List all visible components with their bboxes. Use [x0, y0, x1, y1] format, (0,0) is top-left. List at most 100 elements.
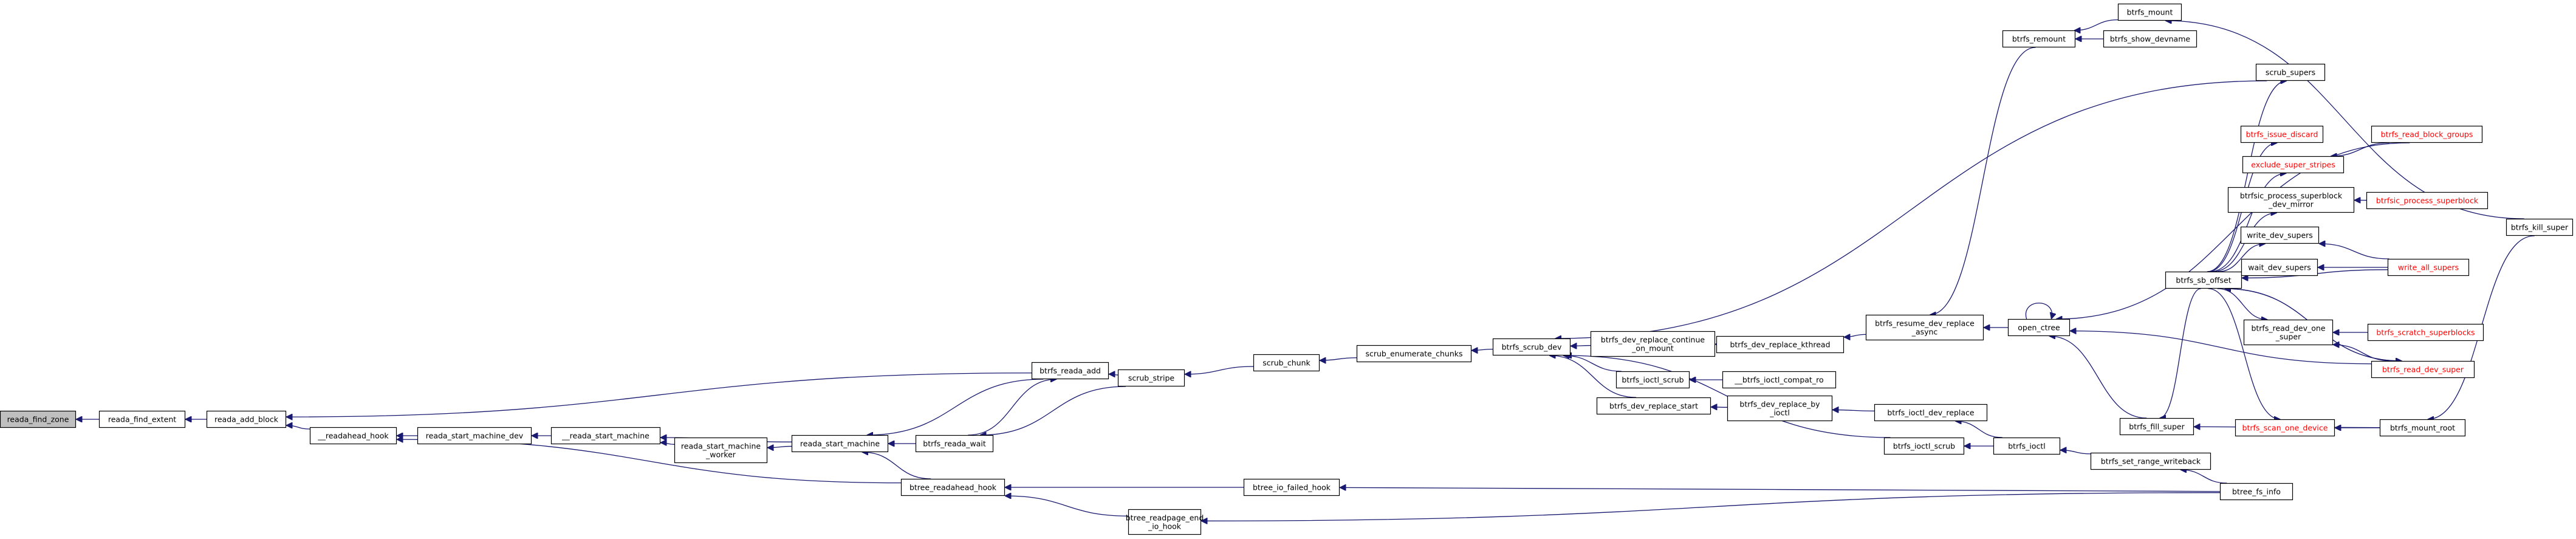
graph-node-btrfs-show-devname[interactable]: btrfs_show_devname [2103, 30, 2197, 48]
graph-node-btrfs-sb-offset[interactable]: btrfs_sb_offset [2165, 271, 2242, 289]
node-label: scrub_supers [2266, 68, 2315, 77]
node-box [2219, 482, 2293, 501]
node-box [915, 434, 994, 453]
graph-node-open-ctree[interactable]: open_ctree [2007, 318, 2071, 337]
node-label: btrfs_dev_replace_by [1739, 400, 1820, 409]
graph-node-scrub-chunk[interactable]: scrub_chunk [1253, 354, 1320, 372]
graph-node-write-dev-supers[interactable]: write_dev_supers [2240, 226, 2320, 244]
graph-node-btrfs-ioctl[interactable]: btrfs_ioctl [1993, 437, 2061, 455]
graph-node-btrfs-fill-super[interactable]: btrfs_fill_super [2119, 417, 2194, 436]
graph-node-scrub-supers[interactable]: scrub_supers [2255, 63, 2326, 81]
node-label: btree_fs_info [2232, 487, 2281, 496]
node-box [1874, 403, 1988, 422]
node-label: exclude_super_stripes [2251, 160, 2335, 170]
graph-node-btrfs-kill-super[interactable]: btrfs_kill_super [2506, 218, 2574, 236]
node-label: reada_start_machine_dev [426, 431, 524, 441]
graph-node-btree-readpage-end-io-hook[interactable]: btree_readpage_end_io_hook [1126, 509, 1204, 535]
graph-node-reada-start-machine-worker[interactable]: reada_start_machine_worker [674, 437, 768, 464]
node-label: scrub_stripe [1128, 374, 1175, 383]
graph-node-btrfs-mount-root[interactable]: btrfs_mount_root [2379, 419, 2466, 437]
graph-node-btrfs-dev-replace-kthread[interactable]: btrfs_dev_replace_kthread [1716, 335, 1845, 354]
graph-node-btrfs-mount[interactable]: btrfs_mount [2117, 3, 2182, 21]
graph-node-exclude-super-stripes[interactable]: exclude_super_stripes [2242, 156, 2345, 174]
node-label: btrfs_read_dev_super [2382, 365, 2464, 374]
graph-node-btrfs-dev-replace-continue-on-mount[interactable]: btrfs_dev_replace_continue_on_mount [1590, 331, 1716, 357]
node-box [2506, 218, 2574, 236]
graph-node-btrfs-reada-wait[interactable]: btrfs_reada_wait [915, 434, 994, 453]
graph-node-reada-start-machine[interactable]: reada_start_machine [791, 434, 889, 453]
call-edge [980, 386, 1126, 435]
call-edge [2070, 331, 2372, 365]
graph-node-btrfs-reada-add[interactable]: btrfs_reada_add [1031, 362, 1109, 380]
node-label: btree_readpage_end [1126, 513, 1204, 523]
graph-node-btrfs-remount[interactable]: btrfs_remount [2002, 30, 2076, 48]
call-edge [2333, 345, 2393, 362]
graph-node-btrfs-ioctl-scrub-top[interactable]: btrfs_ioctl_scrub [1615, 371, 1690, 389]
node-label: write_dev_supers [2247, 231, 2313, 240]
graph-node-btrfs-issue-discard[interactable]: btrfs_issue_discard [2240, 125, 2324, 143]
graph-node-btrfs-resume-dev-replace-async[interactable]: btrfs_resume_dev_replace_async [1865, 314, 1984, 341]
call-edge [1711, 407, 1728, 408]
graph-node-btrfs-ioctl-scrub[interactable]: btrfs_ioctl_scrub [1883, 437, 1965, 455]
node-box [98, 410, 186, 428]
node-label: btrfs_dev_replace_start [1609, 402, 1698, 411]
graph-node-reada-add-block[interactable]: reada_add_block [206, 410, 287, 428]
node-box [2235, 419, 2335, 437]
graph-node-btrfs-set-range-writeback[interactable]: btrfs_set_range_writeback [2090, 452, 2211, 470]
call-edge [1185, 366, 1254, 374]
node-box [1253, 354, 1320, 372]
node-box [2255, 63, 2326, 81]
graph-node-btrfs-ioctl-dev-replace[interactable]: btrfs_ioctl_dev_replace [1874, 403, 1988, 422]
node-label: scrub_chunk [1262, 359, 1310, 368]
graph-node-btrfs-scrub-dev[interactable]: btrfs_scrub_dev [1492, 338, 1571, 356]
node-box [2367, 323, 2484, 342]
graph-node-btrfs-read-dev-super[interactable]: btrfs_read_dev_super [2371, 360, 2475, 379]
graph-node-reada-find-zone[interactable]: reada_find_zone [0, 410, 77, 428]
graph-node-btrfs-dev-replace-by-ioctl[interactable]: btrfs_dev_replace_by_ioctl [1727, 395, 1833, 422]
node-box [1243, 478, 1340, 496]
node-label: reada_find_extent [108, 415, 176, 424]
call-edge [2060, 450, 2091, 455]
graph-node-readahead-hook[interactable]: __readahead_hook [309, 427, 397, 445]
call-edge [1320, 358, 1357, 360]
node-label: btrfs_resume_dev_replace [1875, 319, 1975, 328]
graph-node-btree-readahead-hook[interactable]: btree_readahead_hook [900, 478, 1005, 496]
call-edge [2025, 303, 2052, 319]
graph-node-btrfs-dev-replace-start[interactable]: btrfs_dev_replace_start [1596, 397, 1711, 415]
node-box [2002, 30, 2076, 48]
graph-node-btrfs-ioctl-compat-ro[interactable]: __btrfs_ioctl_compat_ro [1722, 371, 1837, 389]
node-label: reada_find_zone [7, 415, 69, 424]
node-box [2165, 271, 2242, 289]
call-edge [2319, 244, 2389, 259]
graph-node-btrfs-scratch-superblocks[interactable]: btrfs_scratch_superblocks [2367, 323, 2484, 342]
node-label: wait_dev_supers [2248, 263, 2311, 272]
graph-node-reada-start-machine-dev[interactable]: reada_start_machine_dev [417, 427, 532, 445]
node-box [2379, 419, 2466, 437]
graph-node-write-all-supers[interactable]: write_all_supers [2387, 258, 2470, 276]
graph-node-btrfs-read-block-groups[interactable]: btrfs_read_block_groups [2371, 125, 2483, 143]
graph-node-reada-find-extent[interactable]: reada_find_extent [98, 410, 186, 428]
node-label: btrfs_mount_root [2390, 424, 2455, 433]
graph-node-reada-start-machine[interactable]: __reada_start_machine [550, 427, 661, 445]
node-box [1716, 335, 1845, 354]
call-edge [660, 442, 675, 444]
graph-node-btree-io-failed-hook[interactable]: btree_io_failed_hook [1243, 478, 1340, 496]
node-box [1128, 509, 1202, 535]
node-box [309, 427, 397, 445]
graph-node-btrfsic-process-superblock-dev-mirror[interactable]: btrfsic_process_superblock_dev_mirror [2227, 187, 2355, 213]
node-box [2117, 3, 2182, 21]
node-box [2227, 187, 2355, 213]
graph-node-btrfs-scan-one-device[interactable]: btrfs_scan_one_device [2235, 419, 2335, 437]
node-label: btrfs_scratch_superblocks [2376, 328, 2475, 337]
node-label: btrfs_issue_discard [2246, 130, 2318, 139]
graph-node-btrfs-read-dev-one-super[interactable]: btrfs_read_dev_one_super [2243, 319, 2334, 346]
node-box [2242, 156, 2345, 174]
graph-node-btrfsic-process-superblock[interactable]: btrfsic_process_superblock [2366, 191, 2489, 210]
node-box [1615, 371, 1690, 389]
graph-node-wait-dev-supers[interactable]: wait_dev_supers [2241, 258, 2318, 276]
graph-node-btree-fs-info[interactable]: btree_fs_info [2219, 482, 2293, 501]
graph-node-scrub-enumerate-chunks[interactable]: scrub_enumerate_chunks [1356, 345, 1472, 363]
call-edge [1471, 349, 1493, 351]
graph-node-scrub-stripe[interactable]: scrub_stripe [1117, 369, 1185, 387]
